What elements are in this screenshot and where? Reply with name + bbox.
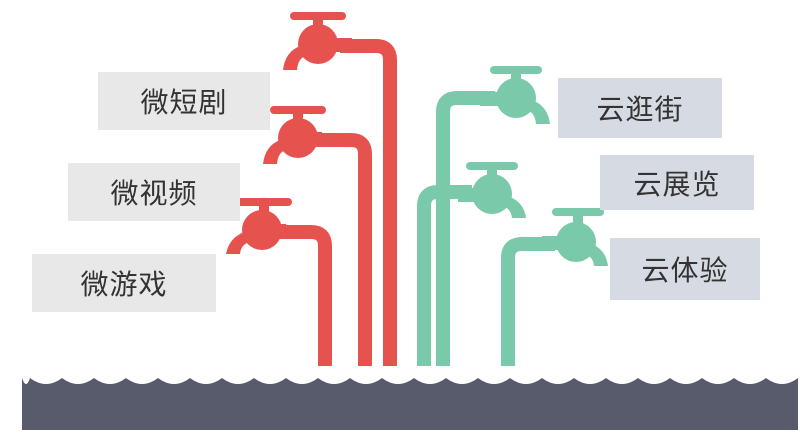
red-faucet-icon <box>226 12 352 254</box>
green-faucet-icon <box>458 66 608 266</box>
red-pipes <box>275 39 397 385</box>
label-micro-drama: 微短剧 <box>98 72 270 130</box>
label-cloud-experience: 云体验 <box>610 238 760 300</box>
green-pipes <box>417 91 555 385</box>
label-micro-video: 微视频 <box>68 163 240 221</box>
label-cloud-exhibition: 云展览 <box>600 155 754 210</box>
label-cloud-shopping: 云逛街 <box>558 78 722 138</box>
water <box>22 366 798 430</box>
label-micro-game: 微游戏 <box>32 254 216 312</box>
